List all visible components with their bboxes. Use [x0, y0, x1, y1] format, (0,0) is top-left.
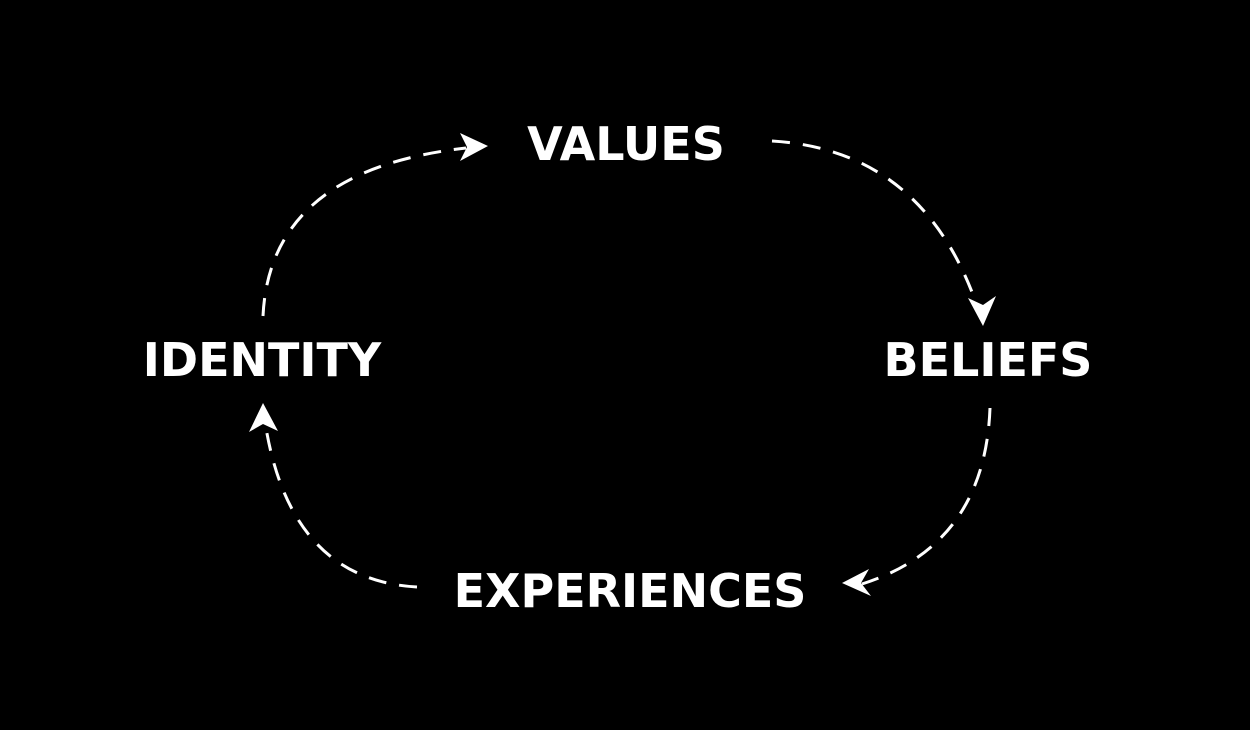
arrowhead-to-values — [460, 133, 488, 161]
arrowhead-to-experiences — [842, 569, 871, 596]
node-identity: IDENTITY — [142, 333, 382, 387]
edge-values-to-beliefs — [771, 139, 977, 301]
node-experiences: EXPERIENCES — [453, 564, 807, 618]
node-values: VALUES — [527, 117, 725, 171]
edge-experiences-to-identity — [264, 427, 418, 589]
arrowhead-to-beliefs — [968, 296, 996, 326]
node-beliefs: BELIEFS — [883, 333, 1093, 387]
arrowhead-to-identity — [249, 403, 278, 432]
edge-identity-to-values — [261, 146, 467, 317]
edge-beliefs-to-experiences — [861, 407, 992, 586]
